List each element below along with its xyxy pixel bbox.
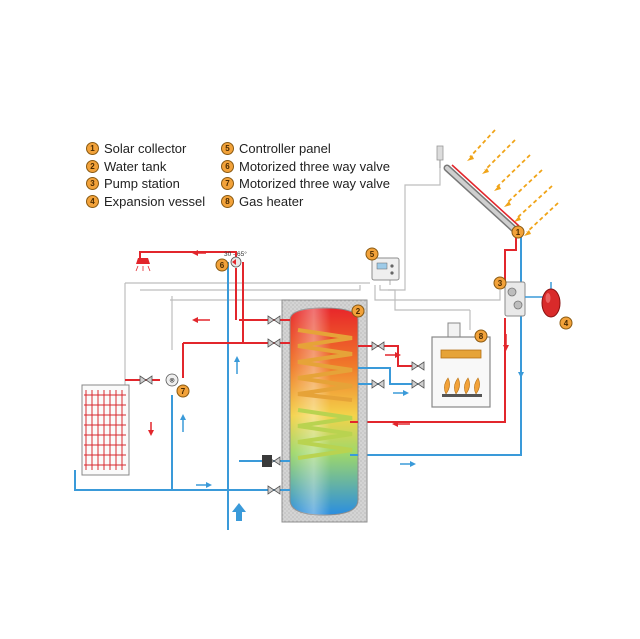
radiator [81,384,130,476]
motorized-valve-7: ⊗ [165,373,179,387]
control-wires [124,160,520,400]
collector-loop [350,232,522,456]
controller-panel [371,257,400,281]
legend-item-solar-collector: 1 Solar collector [86,140,205,158]
legend-item-gas-heater: 8 Gas heater [221,193,390,211]
legend-item-expansion-vessel: 4 Expansion vessel [86,193,205,211]
tag-1: 1 [511,225,525,239]
legend-left-column: 1 Solar collector 2 Water tank 3 Pump st… [86,140,205,210]
legend-label: Water tank [104,158,167,174]
legend-label: Controller panel [239,141,331,156]
solar-collector [436,145,520,234]
svg-text:1: 1 [516,228,521,237]
legend-item-motorized-valve-6: 6 Motorized three way valve [221,158,390,176]
legend-item-pump-station: 3 Pump station [86,175,205,193]
temperature-range-label: 30 - 65° [224,250,247,258]
tag-7: 7 [176,384,190,398]
legend-right-column: 5 Controller panel 6 Motorized three way… [221,140,390,210]
svg-text:8: 8 [479,332,484,341]
distribution-pipes [74,251,244,530]
legend-label: Gas heater [239,193,304,209]
tag-4: 4 [559,316,573,330]
legend-item-controller-panel: 5 Controller panel [221,140,390,158]
legend-badge: 2 [86,159,99,173]
flow-arrows-cold [180,356,524,521]
legend-badge: 7 [221,177,234,191]
sun-rays [467,129,559,236]
diagram-tags: 1 2 3 4 5 6 7 8 [176,225,573,398]
tag-6: 6 [215,258,229,272]
expansion-vessel [541,282,561,318]
legend-badge: 1 [86,142,99,156]
flow-arrows [148,250,509,436]
legend-label: Pump station [104,176,180,191]
svg-text:2: 2 [356,307,361,316]
svg-text:4: 4 [564,319,569,328]
legend-label: Expansion vessel [104,193,206,209]
legend-label: Solar collector [104,141,187,156]
tag-5: 5 [365,247,379,261]
tag-3: 3 [493,276,507,290]
gas-heater [431,322,491,408]
exchanger-block [262,455,272,467]
svg-text:6: 6 [220,261,225,270]
pump-station [504,281,548,317]
svg-text:⊗: ⊗ [169,378,175,385]
upper-coil [297,328,353,402]
svg-text:7: 7 [181,387,186,396]
svg-text:3: 3 [498,279,503,288]
legend-badge: 6 [221,159,234,173]
valves [139,315,425,495]
tag-8: 8 [474,329,488,343]
tag-2: 2 [351,304,365,318]
shower-head [135,258,151,272]
motorized-valve-6 [230,256,242,268]
legend-label: Motorized three way valve [239,176,391,191]
legend-badge: 5 [221,142,234,156]
legend-badge: 3 [86,177,99,191]
lower-coil [297,408,353,460]
legend-badge: 8 [221,194,234,208]
legend-item-motorized-valve-7: 7 Motorized three way valve [221,175,390,193]
legend-badge: 4 [86,194,99,208]
legend-label: Motorized three way valve [239,158,391,174]
legend-item-water-tank: 2 Water tank [86,158,205,176]
svg-text:5: 5 [370,250,375,259]
